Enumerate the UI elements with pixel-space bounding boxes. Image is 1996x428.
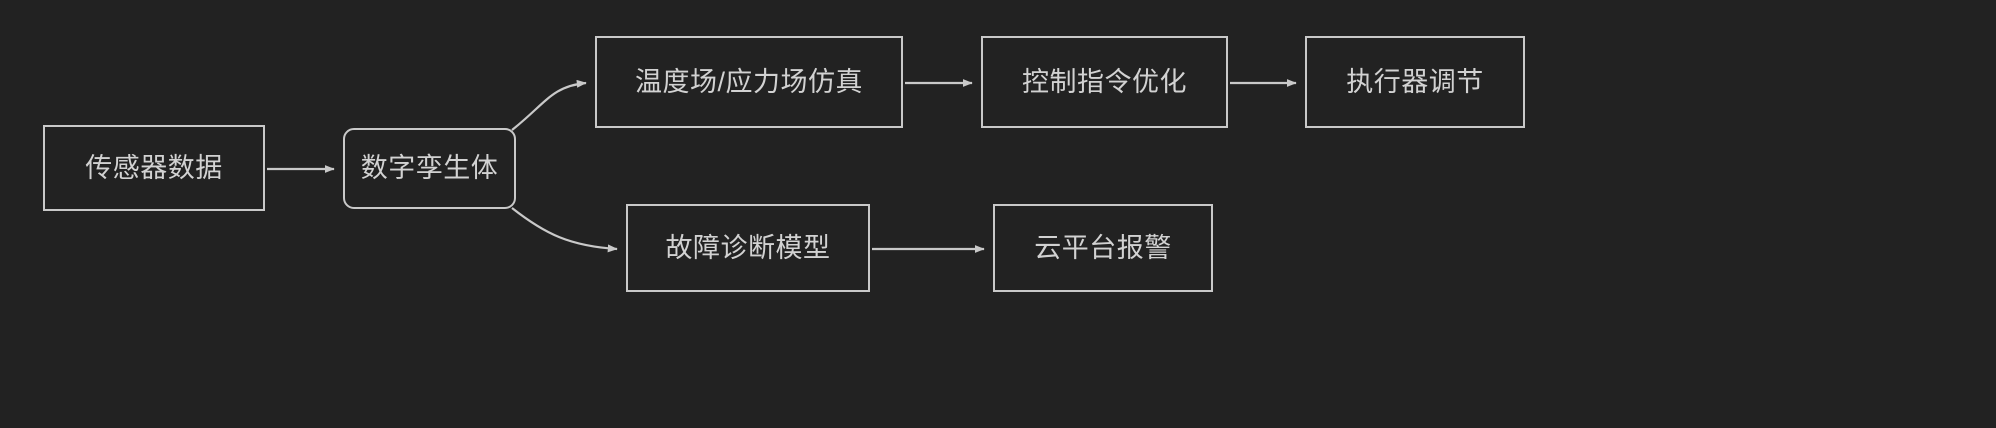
node-fault-diagnosis[interactable]: 故障诊断模型: [626, 204, 870, 292]
node-cloud-alarm[interactable]: 云平台报警: [993, 204, 1213, 292]
edge-twin-to-fault: [511, 207, 618, 253]
node-field-simulation-label: 温度场/应力场仿真: [634, 66, 863, 97]
node-fault-diagnosis-label: 故障诊断模型: [665, 232, 831, 263]
node-control-optimize-label: 控制指令优化: [1022, 66, 1187, 97]
node-control-optimize[interactable]: 控制指令优化: [981, 36, 1228, 128]
node-sensor-data-label: 传感器数据: [85, 152, 223, 183]
node-digital-twin-label: 数字孪生体: [360, 153, 499, 184]
node-cloud-alarm-label: 云平台报警: [1034, 232, 1172, 263]
node-actuator-adjust-label: 执行器调节: [1346, 66, 1484, 97]
node-actuator-adjust[interactable]: 执行器调节: [1305, 36, 1525, 128]
node-field-simulation[interactable]: 温度场/应力场仿真: [595, 36, 903, 128]
edge-twin-to-simulation: [511, 79, 587, 131]
node-digital-twin[interactable]: 数字孪生体: [343, 128, 516, 209]
node-sensor-data[interactable]: 传感器数据: [43, 125, 265, 211]
